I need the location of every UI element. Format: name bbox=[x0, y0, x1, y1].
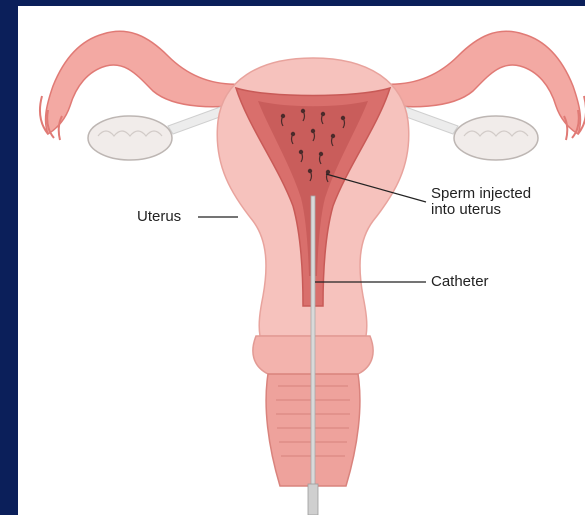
ovary-left bbox=[88, 116, 172, 160]
label-sperm-injected: Sperm injected into uterus bbox=[431, 186, 531, 218]
catheter-tube bbox=[311, 196, 315, 496]
ovary-right bbox=[454, 116, 538, 160]
diagram-panel: Uterus Sperm injected into uterus Cathet… bbox=[18, 6, 585, 515]
catheter-tip bbox=[308, 484, 318, 515]
label-uterus: Uterus bbox=[137, 209, 181, 225]
anatomy-illustration bbox=[18, 6, 585, 515]
label-sperm-line2: into uterus bbox=[431, 202, 531, 218]
label-sperm-line1: Sperm injected bbox=[431, 186, 531, 202]
label-catheter: Catheter bbox=[431, 274, 489, 290]
